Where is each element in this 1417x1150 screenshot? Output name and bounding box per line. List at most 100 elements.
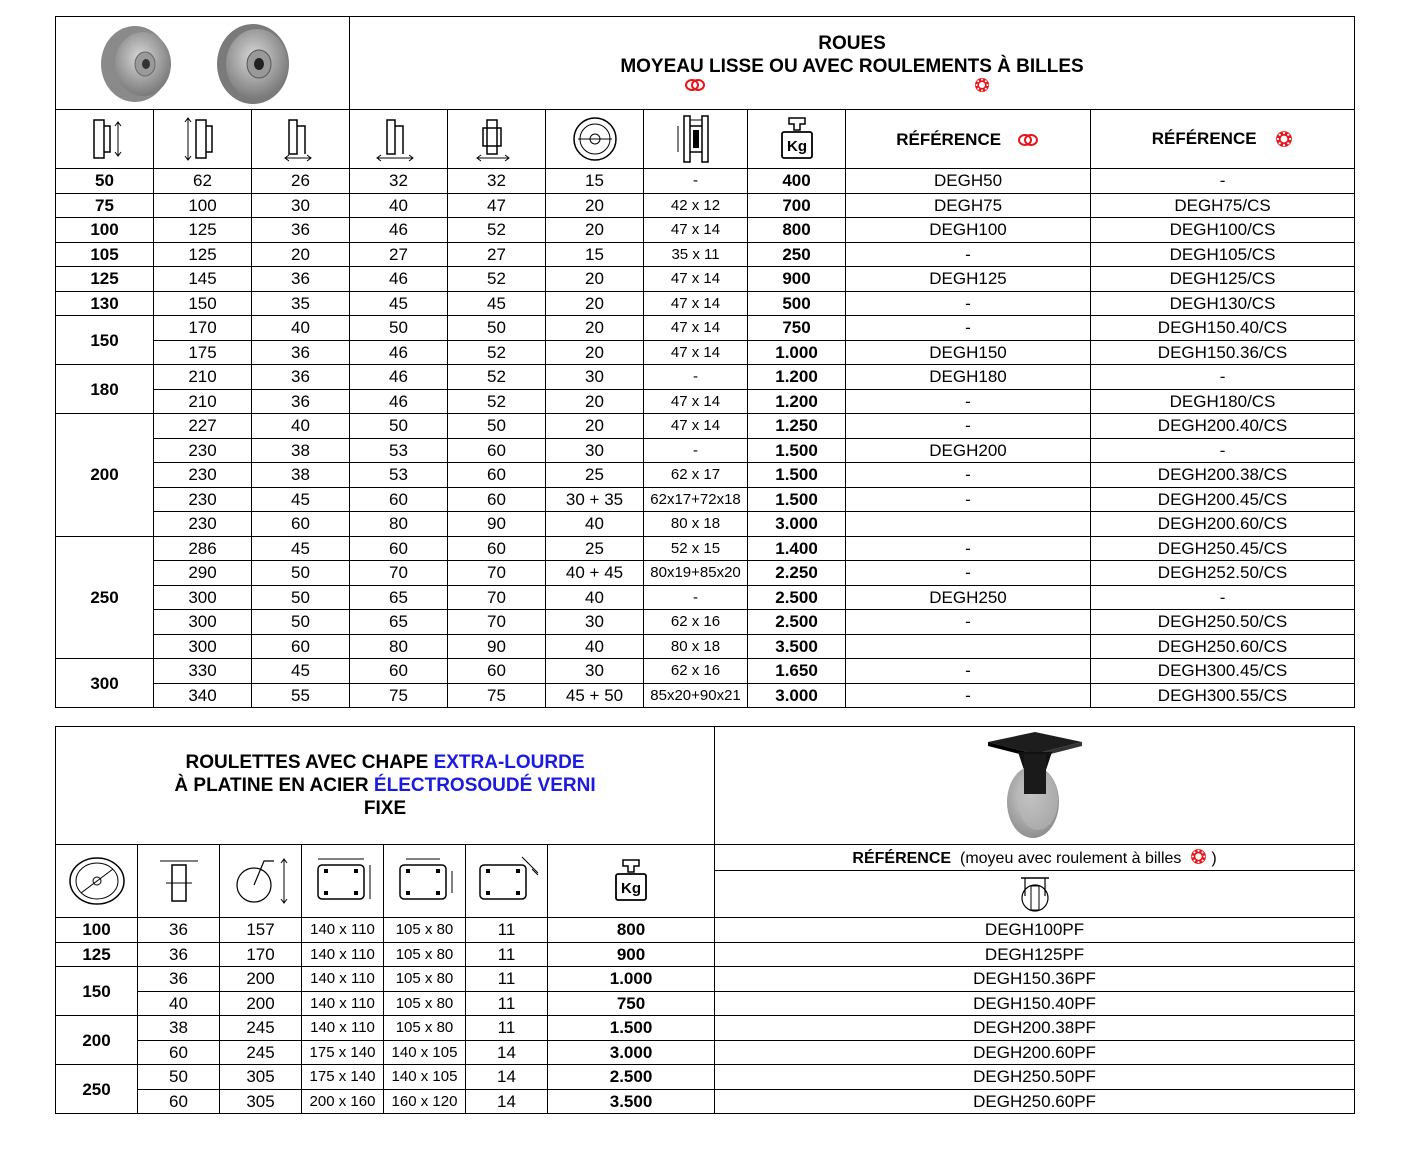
cell-ref: DEGH100PF	[714, 917, 1356, 943]
casters-title-line2a: À PLATINE EN ACIER	[174, 775, 374, 796]
cell-ref2: DEGH250.50/CS	[1090, 609, 1356, 635]
cell-c3: 60	[349, 658, 449, 684]
wheel-width-icon	[159, 860, 198, 902]
cell-c5: 30	[545, 364, 645, 390]
cell-c2: 40	[250, 413, 351, 439]
cell-holes: 105 x 80	[383, 1015, 466, 1041]
cell-ref: DEGH150.40PF	[714, 990, 1356, 1016]
cell-bolt: 11	[465, 917, 548, 943]
plain-hub-icon	[685, 79, 706, 91]
cell-load: 3.000	[546, 1039, 716, 1065]
cell-ref2: DEGH100/CS	[1090, 217, 1356, 243]
wheels-table: ROUES MOYEAU LISSE OU AVEC ROULEMENTS À …	[54, 16, 1356, 708]
cell-ref1: -	[845, 413, 1092, 439]
cell-c5: 20	[545, 388, 645, 414]
cell-c2: 36	[250, 266, 351, 292]
cell-plate: 140 x 110	[301, 990, 384, 1016]
cell-ref: DEGH125PF	[714, 941, 1356, 967]
cell-c5: 30	[545, 437, 645, 463]
cell-c3: 80	[349, 511, 449, 537]
wheel-photo-plain	[100, 25, 171, 102]
col-icon-hub-length	[447, 109, 547, 169]
cell-ref2: DEGH150.40/CS	[1090, 315, 1356, 341]
cell-c2: 36	[250, 364, 351, 390]
cell-w: 60	[137, 1088, 220, 1114]
casters-ref-label: RÉFÉRENCE	[852, 850, 952, 867]
cell-load: 750	[546, 990, 716, 1016]
cell-bolt: 14	[465, 1088, 548, 1114]
cell-ref: DEGH250.50PF	[714, 1064, 1356, 1090]
cell-c6: 52 x 15	[643, 535, 749, 561]
plate-size-icon	[316, 858, 370, 900]
cell-load: 2.250	[747, 560, 847, 586]
wheels-title-line1: ROUES	[818, 33, 886, 54]
cell-plate: 200 x 160	[301, 1088, 384, 1114]
cell-c2: 20	[250, 241, 351, 267]
ball-bearing-icon	[975, 78, 990, 92]
cell-ref1: -	[845, 388, 1092, 414]
wheel-diameter-icon	[92, 119, 121, 159]
ref-bearing-header: RÉFÉRENCE	[1090, 109, 1356, 169]
cell-ref2: DEGH300.55/CS	[1090, 682, 1356, 708]
casters-title-cell: ROULETTES AVEC CHAPE EXTRA-LOURDE À PLAT…	[54, 726, 716, 845]
cell-c5: 20	[545, 217, 645, 243]
cell-load: 1.200	[747, 388, 847, 414]
cell-c2: 45	[250, 535, 351, 561]
cell-c4: 90	[447, 633, 547, 659]
cell-plate: 140 x 110	[301, 941, 384, 967]
kg-label: Kg	[787, 138, 807, 155]
weight-kg-icon: Kg	[780, 117, 813, 159]
cell-c2: 60	[250, 633, 351, 659]
cell-c6: 47 x 14	[643, 290, 749, 316]
cell-c1: 210	[153, 388, 252, 414]
caster-height-icon	[235, 858, 287, 904]
cell-ref1: DEGH250	[845, 584, 1092, 610]
cell-holes: 140 x 105	[383, 1064, 466, 1090]
wheel-diameter-icon	[68, 857, 125, 905]
cell-c4: 47	[447, 192, 547, 218]
flange-diameter-icon	[184, 117, 213, 161]
cell-w: 36	[137, 917, 220, 943]
cell-c3: 60	[349, 535, 449, 561]
col-icon-height	[219, 844, 302, 918]
cell-ref1: -	[845, 486, 1092, 512]
cell-c6: 42 x 12	[643, 192, 749, 218]
cell-plate: 175 x 140	[301, 1064, 384, 1090]
wheel-diameter: 180	[55, 364, 154, 414]
cell-load: 750	[747, 315, 847, 341]
cell-c1: 340	[153, 682, 252, 708]
cell-ref2: DEGH130/CS	[1090, 290, 1356, 316]
cell-c3: 65	[349, 609, 449, 635]
caster-photo-cell	[714, 726, 1356, 845]
cell-h: 157	[219, 917, 302, 943]
cell-holes: 105 x 80	[383, 966, 466, 992]
wheel-diameter: 250	[55, 1064, 138, 1114]
cell-c1: 300	[153, 609, 252, 635]
col-icon-bolt	[465, 844, 548, 918]
col-icon-diameter	[55, 109, 154, 169]
col-icon-outer-diameter	[153, 109, 252, 169]
cell-h: 170	[219, 941, 302, 967]
cell-load: 1.200	[747, 364, 847, 390]
cell-bolt: 11	[465, 990, 548, 1016]
cell-c6: 47 x 14	[643, 413, 749, 439]
cell-c1: 175	[153, 339, 252, 365]
cell-c4: 60	[447, 437, 547, 463]
cell-c3: 40	[349, 192, 449, 218]
cell-c3: 53	[349, 437, 449, 463]
plain-hub-icon	[1017, 134, 1038, 147]
cell-c4: 60	[447, 535, 547, 561]
cell-ref: DEGH200.60PF	[714, 1039, 1356, 1065]
cell-ref1: -	[845, 560, 1092, 586]
cell-bolt: 14	[465, 1064, 548, 1090]
cell-w: 50	[137, 1064, 220, 1090]
cell-c2: 60	[250, 511, 351, 537]
